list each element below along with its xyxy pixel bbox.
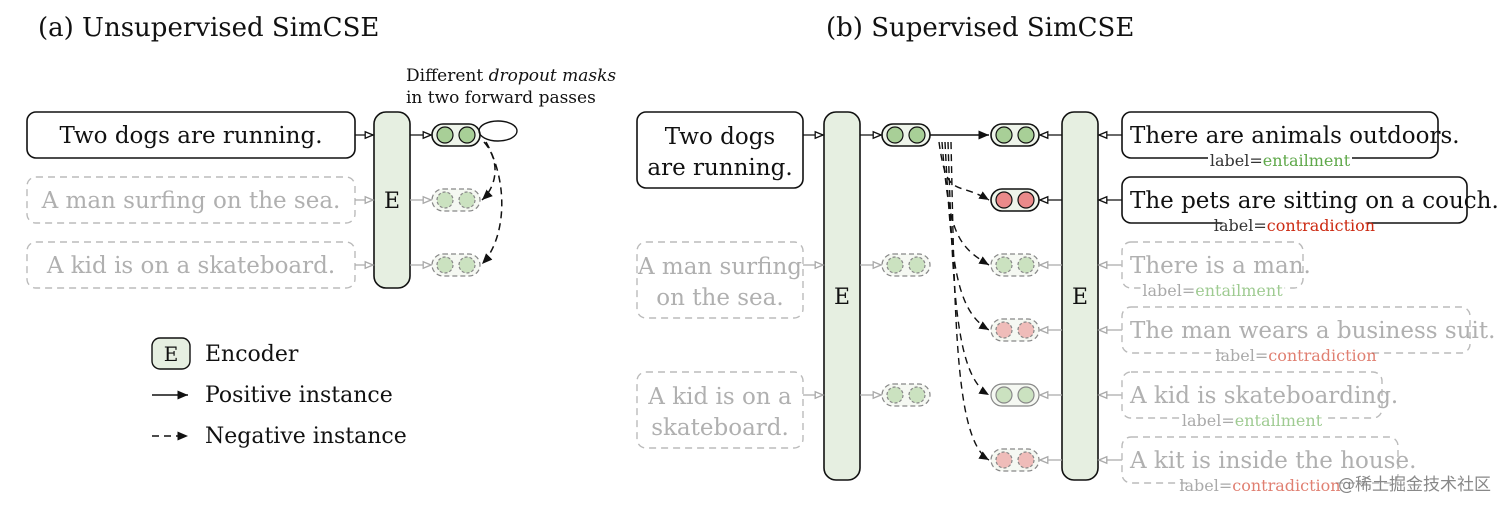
embedding-b-right-unit <box>995 386 1013 404</box>
dropout-annotation-line2: in two forward passes <box>406 88 596 108</box>
embedding-b-left-unit <box>886 126 904 144</box>
label-background <box>1208 152 1352 168</box>
sentence-text-b-right: There are animals outdoors. <box>1130 123 1460 149</box>
legend-encoder-icon <box>151 337 191 370</box>
embedding-b-right-unit <box>1017 256 1035 274</box>
sentence-text-b-left: are running. <box>647 155 792 181</box>
sentence-box-b-right <box>1121 306 1471 354</box>
dropout-annotation-line1: Different dropout masks <box>406 66 616 86</box>
sentence-text-b-right: A kid is skateboarding. <box>1129 383 1398 409</box>
embedding-b-left-unit <box>886 256 904 274</box>
label-value-entailment: entailment <box>1195 281 1283 300</box>
sentence-box-b-left <box>636 371 804 449</box>
label-prefix: label= <box>1142 281 1195 300</box>
panel-b-title: (b) Supervised SimCSE <box>826 13 1134 43</box>
label-background <box>1224 347 1368 363</box>
self-loop-icon <box>478 120 518 142</box>
sentence-box-b-left <box>636 241 804 319</box>
negative-arrow-b <box>950 141 990 461</box>
sentence-text-b-right: The pets are sitting on a couch. <box>1130 188 1499 214</box>
negative-arrow-b <box>941 141 990 266</box>
sentence-box-b-left <box>636 111 804 189</box>
sentence-text-b-left: skateboard. <box>651 415 789 441</box>
label-background <box>1188 477 1332 493</box>
encoder-b-left-label: E <box>834 285 850 310</box>
embedding-a-unit <box>436 256 454 274</box>
sentence-box-b-right <box>1121 436 1399 484</box>
sentence-text-b-left: on the sea. <box>656 285 783 311</box>
sentence-text-a: A man surfing on the sea. <box>41 188 341 214</box>
sentence-box-b-right <box>1121 371 1383 419</box>
sentence-text-b-left: A man surfing <box>637 254 802 280</box>
sentence-label: label=contradiction <box>1179 476 1340 495</box>
embedding-b-left-unit <box>908 126 926 144</box>
embedding-a-unit <box>458 256 476 274</box>
legend-encoder-symbol: E <box>164 342 179 366</box>
embedding-a-unit <box>436 126 454 144</box>
embedding-b-right-unit <box>995 191 1013 209</box>
label-value-contradiction: contradiction <box>1268 346 1376 365</box>
embedding-b-right-unit <box>995 256 1013 274</box>
encoder-b-right <box>1061 111 1099 481</box>
label-prefix: label= <box>1179 476 1232 495</box>
embedding-b-right-unit <box>995 451 1013 469</box>
embedding-b-right-unit <box>1017 451 1035 469</box>
negative-arrow-a <box>481 141 503 265</box>
legend-encoder: Encoder <box>205 342 299 367</box>
embedding-b-left-unit <box>908 386 926 404</box>
label-background <box>1140 282 1285 298</box>
negative-arrow-a <box>481 141 496 201</box>
panel-a-title: (a) Unsupervised SimCSE <box>38 13 379 43</box>
sentence-label: label=entailment <box>1142 281 1283 300</box>
encoder-a-label: E <box>384 189 400 214</box>
label-background <box>1180 412 1324 428</box>
sentence-text-b-left: A kid is on a <box>647 384 792 410</box>
encoder-b-right-label: E <box>1072 285 1088 310</box>
sentence-text-a: Two dogs are running. <box>59 123 322 149</box>
sentence-label: label=entailment <box>1210 151 1351 170</box>
watermark: @稀土掘金技术社区 <box>1338 475 1491 495</box>
sentence-text-a: A kid is on a skateboard. <box>46 253 335 279</box>
label-value-entailment: entailment <box>1235 411 1323 430</box>
legend-positive: Positive instance <box>205 383 393 408</box>
embedding-a-unit <box>436 191 454 209</box>
sentence-text-b-right: There is a man. <box>1130 253 1311 279</box>
negative-arrow-b <box>938 141 990 201</box>
embedding-b-left-unit <box>886 386 904 404</box>
sentence-label: label=entailment <box>1182 411 1323 430</box>
label-value-entailment: entailment <box>1263 151 1351 170</box>
embedding-b-left-unit <box>908 256 926 274</box>
label-background <box>1222 217 1367 233</box>
sentence-text-b-right: The man wears a business suit. <box>1130 318 1495 344</box>
embedding-b-right-unit <box>995 126 1013 144</box>
label-value-contradiction: contradiction <box>1267 216 1375 235</box>
embedding-b-right-unit <box>995 321 1013 339</box>
negative-arrow-b <box>947 141 990 396</box>
embedding-a-unit <box>458 126 476 144</box>
label-prefix: label= <box>1182 411 1235 430</box>
embedding-b-right-unit <box>1017 386 1035 404</box>
sentence-text-b-right: A kit is inside the house. <box>1129 448 1416 474</box>
embedding-b-right-unit <box>1017 191 1035 209</box>
label-prefix: label= <box>1214 216 1267 235</box>
embedding-b-right-unit <box>1017 321 1035 339</box>
sentence-label: label=contradiction <box>1214 216 1375 235</box>
label-prefix: label= <box>1210 151 1263 170</box>
label-value-contradiction: contradiction <box>1232 476 1340 495</box>
sentence-text-b-left: Two dogs <box>665 124 775 150</box>
legend-negative: Negative instance <box>205 424 407 449</box>
embedding-a-unit <box>458 191 476 209</box>
encoder-b-left <box>823 111 861 481</box>
embedding-b-right-unit <box>1017 126 1035 144</box>
sentence-label: label=contradiction <box>1215 346 1376 365</box>
label-prefix: label= <box>1215 346 1268 365</box>
negative-arrow-b <box>944 141 990 331</box>
